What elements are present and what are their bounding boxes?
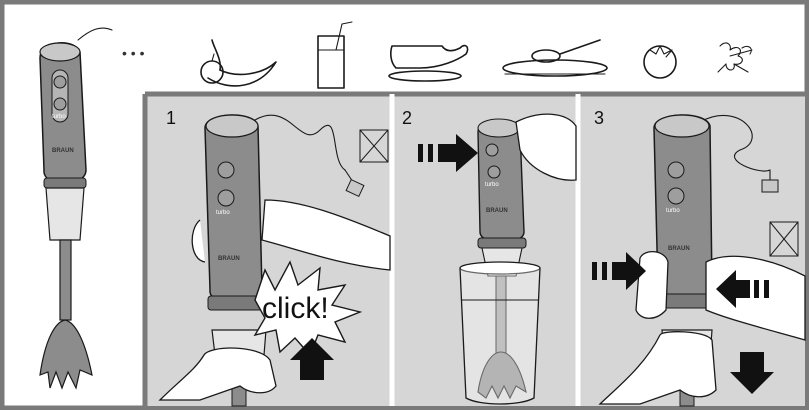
hand: [515, 113, 577, 181]
tomato-icon: [643, 45, 677, 79]
turbo-button-icon: [667, 187, 685, 205]
arrow-right-icon: [612, 252, 646, 290]
turbo-label: turbo: [666, 208, 680, 214]
turbo-button-icon: [487, 165, 501, 179]
motor-body: [204, 114, 263, 305]
beaker-icon: [459, 267, 541, 405]
turbo-button-icon: [217, 189, 235, 207]
speed-button-icon: [667, 161, 685, 179]
shaft-collar: [45, 187, 85, 241]
blade-guard-icon: [39, 319, 93, 390]
arrow-up-icon: [290, 338, 334, 380]
top-cap: [477, 118, 521, 138]
banana-apple-icon: [200, 39, 277, 87]
panel-1-illustration: turbo BRAUN click!: [158, 114, 391, 407]
blender-shaft: [59, 239, 72, 321]
cord-coil: [254, 114, 346, 171]
no-mains-icon: [359, 129, 389, 163]
top-cap: [654, 114, 710, 138]
step-number-1: 1: [166, 108, 176, 128]
step-number-2: 2: [402, 108, 412, 128]
panel-2-illustration: turbo BRAUN: [418, 113, 577, 405]
parsley-icon: [717, 42, 753, 73]
plate-spoon-icon: [502, 39, 608, 77]
brand-label: BRAUN: [668, 246, 690, 252]
arrow-down-icon: [730, 352, 774, 394]
brand-label: BRAUN: [218, 256, 240, 262]
brand-label: BRAUN: [52, 148, 74, 154]
hand-left: [635, 251, 669, 319]
step-number-3: 3: [594, 108, 604, 128]
click-burst: [253, 260, 363, 357]
plug-icon: [345, 178, 365, 198]
turbo-label: turbo: [216, 210, 230, 216]
arrow-right-icon: [438, 134, 478, 172]
speed-button-icon: [53, 75, 67, 89]
hand-bottom: [158, 347, 277, 401]
click-callout: click!: [262, 292, 329, 325]
speed-button-icon: [217, 161, 235, 179]
brand-label: BRAUN: [486, 208, 508, 214]
top-cap: [205, 114, 259, 138]
coupling-ring: [477, 237, 527, 249]
coupling-ring: [43, 177, 87, 189]
blade-guard-icon: [477, 351, 527, 400]
turbo-label: turbo: [52, 114, 66, 120]
hand-bottom: [598, 331, 717, 405]
turbo-label: turbo: [485, 182, 499, 188]
juice-glass-icon: [317, 21, 353, 89]
plug-icon: [761, 179, 779, 193]
cord-coil: [699, 115, 771, 172]
hand-fingers: [191, 219, 206, 263]
panel-3-illustration: turbo BRAUN: [592, 114, 806, 407]
arrow-left-icon: [716, 270, 750, 308]
hand-blender-overview: turbo BRAUN: [39, 27, 113, 390]
no-mains-icon: [769, 221, 799, 257]
hand-top: [261, 199, 391, 271]
speed-button-icon: [485, 143, 499, 157]
ellipsis: • • •: [122, 45, 145, 61]
power-cord: [77, 27, 113, 41]
turbo-button-icon: [53, 97, 67, 111]
top-cap: [39, 42, 81, 62]
gravy-boat-icon: [388, 44, 469, 82]
